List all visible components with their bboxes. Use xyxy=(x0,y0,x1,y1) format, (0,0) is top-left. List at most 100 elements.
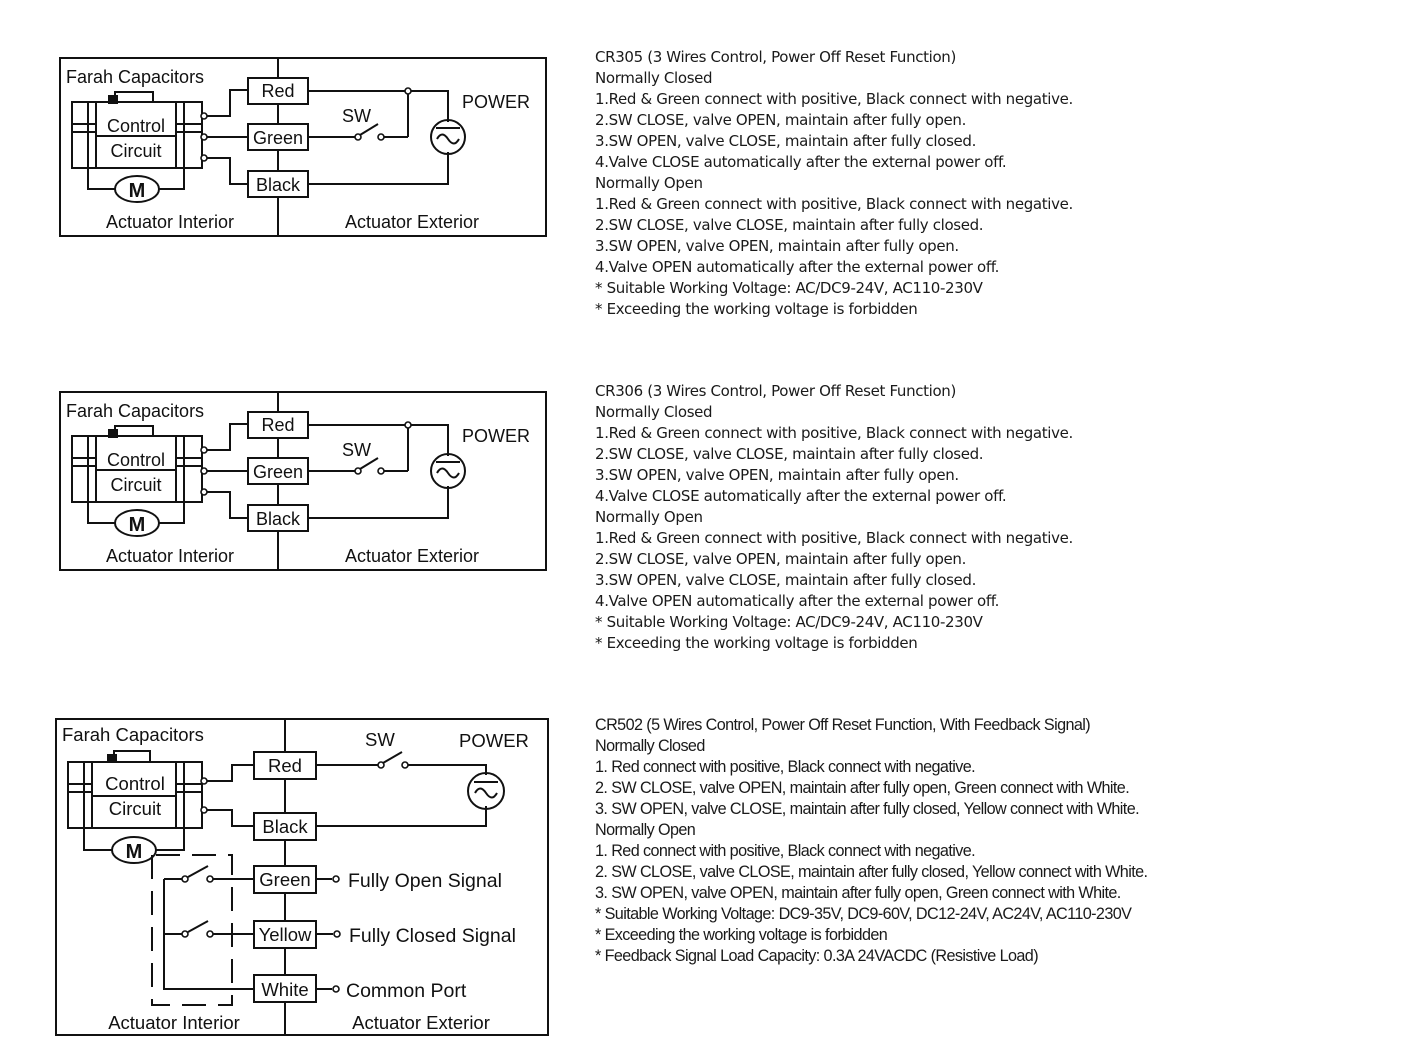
instruction-line: 2.SW CLOSE, valve OPEN, maintain after f… xyxy=(595,111,966,129)
section-heading: Normally Open xyxy=(595,508,703,526)
signal-common-label: Common Port xyxy=(346,980,467,1002)
instruction-line: 3.SW OPEN, valve OPEN, maintain after fu… xyxy=(595,466,959,484)
model-title: CR502 (5 Wires Control, Power Off Reset … xyxy=(595,716,1091,734)
description-cr502: CR502 (5 Wires Control, Power Off Reset … xyxy=(595,715,1148,967)
switch-contact xyxy=(377,133,385,141)
power-source-symbol xyxy=(430,453,466,489)
note-line: * Suitable Working Voltage: DC9-35V, DC9… xyxy=(595,905,1132,923)
wire-green-label: Green xyxy=(253,128,303,148)
instruction-line: 2.SW CLOSE, valve CLOSE, maintain after … xyxy=(595,445,984,463)
section-heading: Normally Closed xyxy=(595,737,705,755)
control-label: Control xyxy=(107,116,165,136)
capacitor-icon xyxy=(108,95,118,104)
instruction-line: 1. Red connect with positive, Black conn… xyxy=(595,758,976,776)
capacitor-label: Farah Capacitors xyxy=(62,724,204,745)
instruction-line: 3. SW OPEN, valve OPEN, maintain after f… xyxy=(595,884,1121,902)
terminal-black xyxy=(247,170,309,198)
note-line: * Feedback Signal Load Capacity: 0.3A 24… xyxy=(595,947,1039,965)
terminal-green xyxy=(247,457,309,485)
wire-black-label: Black xyxy=(262,816,308,837)
switch-contact xyxy=(401,761,409,769)
instruction-line: 2.SW CLOSE, valve CLOSE, maintain after … xyxy=(595,216,984,234)
note-line: * Suitable Working Voltage: AC/DC9-24V, … xyxy=(595,613,983,631)
signal-terminal xyxy=(332,985,340,993)
feedback-switch-enclosure xyxy=(151,854,233,1006)
terminal-white xyxy=(253,974,317,1003)
power-label: POWER xyxy=(459,730,529,751)
note-line: * Exceeding the working voltage is forbi… xyxy=(595,926,888,944)
interior-label: Actuator Interior xyxy=(106,212,234,232)
capacitor-label: Farah Capacitors xyxy=(66,401,204,421)
instruction-line: 3.SW OPEN, valve CLOSE, maintain after f… xyxy=(595,132,977,150)
wire-red-label: Red xyxy=(261,415,294,435)
instruction-line: 1. Red connect with positive, Black conn… xyxy=(595,842,976,860)
motor-symbol xyxy=(114,175,160,203)
note-line: * Suitable Working Voltage: AC/DC9-24V, … xyxy=(595,279,983,297)
switch-contact xyxy=(377,761,385,769)
interior-label: Actuator Interior xyxy=(106,546,234,566)
diagram-frame xyxy=(59,57,547,237)
motor-label: M xyxy=(129,180,146,202)
section-heading: Normally Closed xyxy=(595,69,713,87)
actuator-body xyxy=(67,761,203,829)
wire-red-label: Red xyxy=(261,81,294,101)
instruction-line: 4.Valve OPEN automatically after the ext… xyxy=(595,592,1000,610)
exterior-label: Actuator Exterior xyxy=(352,1012,490,1033)
motor-symbol xyxy=(114,509,160,537)
wire-black-label: Black xyxy=(256,175,301,195)
model-title: CR306 (3 Wires Control, Power Off Reset … xyxy=(595,382,956,400)
motor-symbol xyxy=(111,836,157,864)
section-heading: Normally Open xyxy=(595,174,703,192)
instruction-line: 4.Valve CLOSE automatically after the ex… xyxy=(595,487,1007,505)
note-line: * Exceeding the working voltage is forbi… xyxy=(595,634,918,652)
terminal-black xyxy=(247,504,309,532)
capacitor-icon xyxy=(108,429,118,438)
instruction-line: 4.Valve CLOSE automatically after the ex… xyxy=(595,153,1007,171)
instruction-line: 3.SW OPEN, valve CLOSE, maintain after f… xyxy=(595,571,977,589)
circuit-label: Circuit xyxy=(109,798,161,819)
signal-terminal xyxy=(332,875,340,883)
instruction-line: 4.Valve OPEN automatically after the ext… xyxy=(595,258,1000,276)
signal-closed-label: Fully Closed Signal xyxy=(349,925,516,947)
control-label: Control xyxy=(105,773,165,794)
wire-green-label: Green xyxy=(253,462,303,482)
capacitor-label: Farah Capacitors xyxy=(66,67,204,87)
wire-white-label: White xyxy=(261,979,308,1000)
instruction-line: 2. SW CLOSE, valve OPEN, maintain after … xyxy=(595,779,1130,797)
wiring-diagram-svg: Farah Capacitors Control Circuit M Red G… xyxy=(59,391,547,571)
signal-open-label: Fully Open Signal xyxy=(348,870,502,892)
note-line: * Exceeding the working voltage is forbi… xyxy=(595,300,918,318)
motor-label: M xyxy=(129,514,146,536)
instruction-line: 2.SW CLOSE, valve OPEN, maintain after f… xyxy=(595,550,966,568)
capacitor-icon xyxy=(107,754,117,763)
wire-yellow-label: Yellow xyxy=(259,924,312,945)
section-heading: Normally Closed xyxy=(595,403,713,421)
power-source-symbol xyxy=(467,772,505,810)
wiring-diagram-svg: Farah Capacitors Control Circuit M Red B… xyxy=(55,718,549,1036)
diagram-frame xyxy=(55,718,549,1036)
power-source-symbol xyxy=(430,119,466,155)
switch-contact xyxy=(354,133,362,141)
switch-label: SW xyxy=(342,440,371,460)
circuit-label: Circuit xyxy=(110,475,161,495)
wiring-diagram-cr305: Farah Capacitors Control Circuit M Red G… xyxy=(58,56,550,240)
instruction-line: 1.Red & Green connect with positive, Bla… xyxy=(595,90,1073,108)
diagram-frame xyxy=(59,391,547,571)
instruction-line: 3. SW OPEN, valve CLOSE, maintain after … xyxy=(595,800,1140,818)
switch-contact xyxy=(354,467,362,475)
power-label: POWER xyxy=(462,92,530,112)
wiring-diagram-cr502: Farah Capacitors Control Circuit M Red B… xyxy=(54,717,552,1041)
signal-terminal xyxy=(333,930,341,938)
exterior-label: Actuator Exterior xyxy=(345,212,479,232)
description-cr305: CR305 (3 Wires Control, Power Off Reset … xyxy=(595,47,1073,320)
section-heading: Normally Open xyxy=(595,821,696,839)
instruction-line: 1.Red & Green connect with positive, Bla… xyxy=(595,424,1073,442)
exterior-label: Actuator Exterior xyxy=(345,546,479,566)
switch-label: SW xyxy=(365,729,395,750)
interior-label: Actuator Interior xyxy=(108,1012,240,1033)
control-label: Control xyxy=(107,450,165,470)
model-title: CR305 (3 Wires Control, Power Off Reset … xyxy=(595,48,956,66)
description-cr306: CR306 (3 Wires Control, Power Off Reset … xyxy=(595,381,1073,654)
wire-black-label: Black xyxy=(256,509,301,529)
switch-label: SW xyxy=(342,106,371,126)
